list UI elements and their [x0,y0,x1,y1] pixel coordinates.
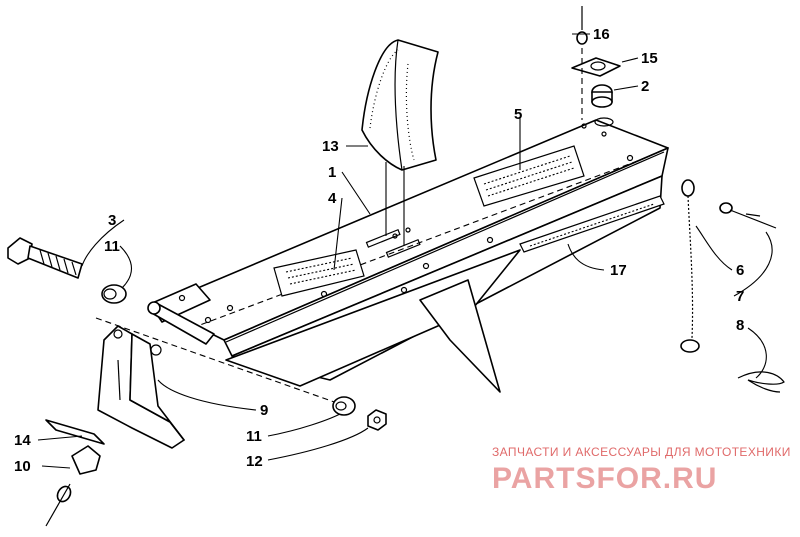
pedal-pad [361,39,439,246]
bushing-2 [581,48,614,127]
callout-17: 17 [610,262,627,279]
rivet-16 [576,6,588,45]
callout-10: 10 [14,458,31,475]
callout-6: 6 [736,262,744,279]
rivet-10 [45,445,101,527]
pin-7 [719,202,777,229]
watermark-tagline: ЗАПЧАСТИ И АКСЕССУАРЫ ДЛЯ МОТОТЕХНИКИ [492,445,791,459]
callout-9: 9 [260,402,268,419]
callout-11-lower: 11 [246,428,262,445]
nut-12 [367,409,387,431]
callout-15: 15 [641,50,658,67]
side-decal-17 [519,195,665,253]
callout-labels: 16 15 2 5 13 1 4 3 11 17 6 7 8 9 14 11 1… [14,26,744,475]
callout-1: 1 [328,164,336,181]
hinge-pin [95,301,341,405]
tether-cable-6 [680,179,700,353]
callout-14: 14 [14,432,31,449]
callout-2: 2 [641,78,649,95]
spacer-11-lower [332,396,356,416]
bracket-9 [97,325,185,449]
leader-lines [37,33,773,469]
callout-11-upper: 11 [104,238,120,255]
spacer-11-upper [101,284,127,304]
callout-3: 3 [108,212,116,229]
pedal-slots [365,227,421,258]
callout-12: 12 [246,453,263,470]
watermark-brand: PARTSFOR.RU [492,462,717,495]
watermark: ЗАПЧАСТИ И АКСЕССУАРЫ ДЛЯ МОТОТЕХНИКИ PA… [492,445,791,495]
callout-13: 13 [322,138,339,155]
callout-4: 4 [328,190,337,207]
callout-16: 16 [593,26,610,43]
bolt-3 [7,237,83,279]
mounting-holes [178,123,634,324]
clip-14 [45,419,105,445]
callout-8: 8 [736,317,744,334]
callout-7: 7 [736,288,744,305]
callout-5: 5 [514,106,522,123]
warning-decal-4 [273,249,365,297]
hair-pin-clip-8 [737,371,785,393]
warning-decal-5 [473,145,585,207]
washer-plate-15 [571,57,621,77]
